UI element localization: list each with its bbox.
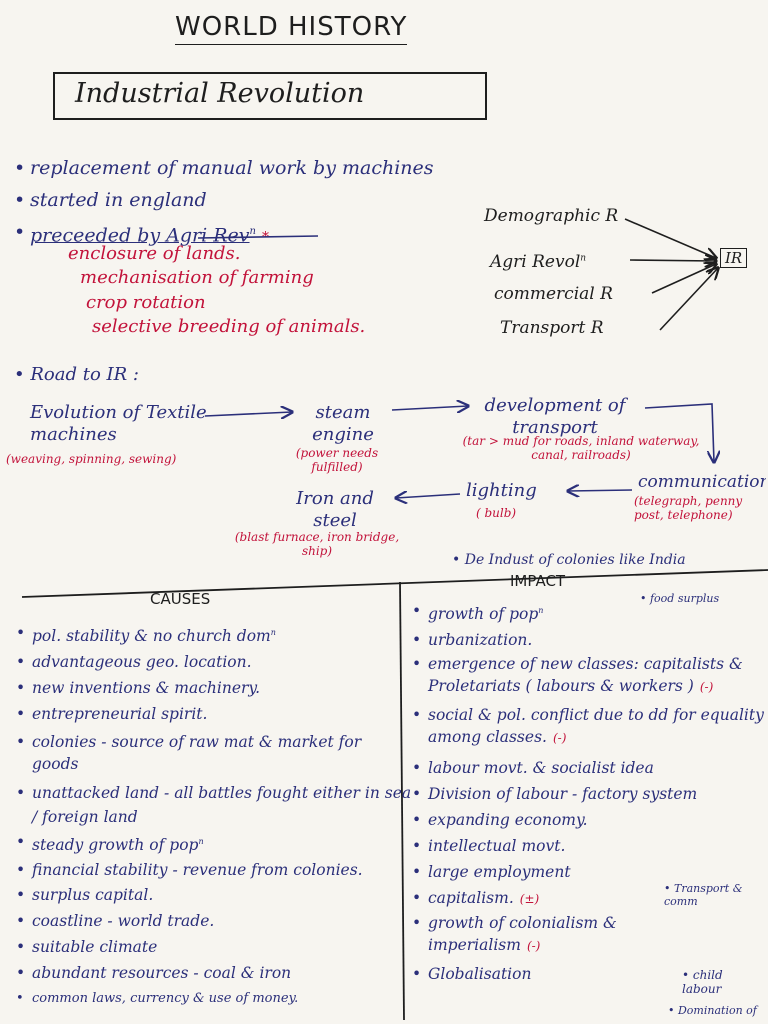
impact-text: capitalism. bbox=[428, 889, 514, 908]
cause-item: pol. stability & no church domn bbox=[16, 620, 412, 649]
agri-point: enclosure of lands. bbox=[68, 243, 241, 264]
cause-item: steady growth of popn bbox=[16, 829, 412, 858]
impact-item: social & pol. conflict due to dd for equ… bbox=[412, 704, 768, 755]
agri-point: mechanisation of farming bbox=[80, 267, 314, 288]
cause-item: financial stability - revenue from colon… bbox=[16, 858, 412, 882]
cause-text: steady growth of pop bbox=[32, 836, 199, 855]
impact-text: emergence of new classes: capitalists & … bbox=[428, 655, 743, 696]
road-lighting-label: lighting bbox=[466, 480, 537, 501]
ir-source-label: Agri Revol bbox=[490, 252, 581, 272]
impact-sup: n bbox=[538, 606, 544, 615]
road-transport-label: development of transport bbox=[484, 395, 626, 438]
cause-item: coastline - world trade. bbox=[16, 908, 412, 934]
cause-text: financial stability - revenue from colon… bbox=[32, 861, 363, 880]
road-iron-label: Iron and steel bbox=[296, 488, 374, 531]
side-note-domination: • Domination of bbox=[668, 1004, 757, 1017]
impact-item: urbanization. bbox=[412, 627, 742, 653]
cause-item: colonies - source of raw mat & market fo… bbox=[16, 727, 392, 779]
impact-text: social & pol. conflict due to dd for equ… bbox=[428, 706, 764, 747]
ir-source-item: Demographic R bbox=[484, 206, 619, 226]
causes-header: CAUSES bbox=[150, 590, 211, 608]
road-lighting-note: ( bulb) bbox=[476, 506, 517, 520]
road-transport-note: (tar > mud for roads, inland waterway, c… bbox=[462, 434, 700, 462]
plus-minus-mark: (±) bbox=[519, 892, 540, 907]
cause-item: common laws, currency & use of money. bbox=[16, 986, 412, 1012]
intro-bullet: started in england bbox=[14, 184, 434, 216]
intro-bullet: replacement of manual work by machines bbox=[14, 152, 434, 184]
side-note-child: • child labour bbox=[682, 968, 723, 996]
page-title: WORLD HISTORY bbox=[175, 12, 408, 45]
ir-source-item: Agri Revoln bbox=[490, 252, 586, 272]
cause-item: entrepreneurial spirit. bbox=[16, 701, 412, 727]
road-communication-label: communication bbox=[638, 472, 766, 492]
impact-text: growth of colonialism & imperialism bbox=[428, 914, 617, 955]
road-steam-note: (power needs fulfilled) bbox=[295, 446, 379, 474]
cause-sup: n bbox=[270, 628, 276, 637]
ir-source-item: commercial R bbox=[494, 284, 613, 304]
impact-header: IMPACT bbox=[510, 572, 566, 590]
impact-item: labour movt. & socialist idea bbox=[412, 755, 742, 781]
impact-item: expanding economy. bbox=[412, 807, 742, 833]
ir-target-box: IR bbox=[720, 248, 748, 268]
impact-list: growth of popn urbanization. emergence o… bbox=[412, 598, 764, 987]
impact-item: capitalism. (±) bbox=[412, 885, 742, 912]
negative-mark: (-) bbox=[699, 680, 714, 695]
road-textile-note: (weaving, spinning, sewing) bbox=[6, 452, 177, 466]
ir-source-sup: n bbox=[580, 253, 587, 264]
impact-item: emergence of new classes: capitalists & … bbox=[412, 653, 768, 704]
cause-sup: n bbox=[198, 837, 204, 847]
subtitle-box bbox=[53, 72, 487, 120]
road-communication-note: (telegraph, penny post, telephone) bbox=[634, 494, 743, 522]
negative-mark: (-) bbox=[552, 731, 567, 746]
side-note-transport: • Transport & comm bbox=[664, 882, 743, 908]
cause-item: abundant resources - coal & iron bbox=[16, 960, 412, 986]
textile-text: Evolution of Textile machines bbox=[30, 402, 207, 445]
cause-text: colonies - source of raw mat & market fo… bbox=[32, 733, 362, 774]
impact-item: growth of popn bbox=[412, 598, 742, 627]
impact-item: intellectual movt. bbox=[412, 833, 742, 859]
deindust-text: De Indust of colonies like India bbox=[464, 552, 686, 568]
negative-mark: (-) bbox=[526, 939, 541, 954]
agri-underline bbox=[197, 235, 319, 239]
agri-point: selective breeding of animals. bbox=[92, 316, 366, 337]
causes-list: pol. stability & no church domn advantag… bbox=[16, 620, 412, 1012]
impact-item: Division of labour - factory system bbox=[412, 781, 742, 807]
impact-item: Globalisation bbox=[412, 961, 742, 987]
cause-item: advantageous geo. location. bbox=[16, 649, 412, 675]
road-iron-note: (blast furnace, iron bridge, ship) bbox=[234, 530, 400, 558]
cause-item: surplus capital. bbox=[16, 882, 412, 908]
cause-item: suitable climate bbox=[16, 934, 412, 960]
road-heading: • Road to IR : bbox=[14, 364, 139, 385]
cause-text: pol. stability & no church dom bbox=[32, 627, 271, 646]
intro-list: replacement of manual work by machines s… bbox=[14, 152, 434, 253]
side-note-food: • food surplus bbox=[640, 592, 720, 605]
road-steam-label: steam engine bbox=[312, 402, 374, 445]
agri-rev-text: preceeded by Agri Rev bbox=[30, 224, 250, 247]
cause-item: unattacked land - all battles fought eit… bbox=[16, 779, 412, 829]
cause-text: unattacked land - all battles fought eit… bbox=[32, 784, 412, 827]
road-heading-text: Road to IR : bbox=[30, 364, 139, 385]
agri-point: crop rotation bbox=[86, 292, 206, 313]
agri-rev-sup: n bbox=[249, 226, 256, 237]
impact-text: growth of pop bbox=[428, 605, 539, 624]
cause-item: new inventions & machinery. bbox=[16, 675, 412, 701]
impact-item: growth of colonialism & imperialism(-) bbox=[412, 912, 728, 961]
road-textile-label: Evolution of Textile machines bbox=[30, 402, 220, 446]
section-title: Industrial Revolution bbox=[75, 78, 365, 109]
deindust-note: • De Indust of colonies like India bbox=[452, 552, 686, 568]
impact-item: large employment bbox=[412, 859, 742, 885]
ir-source-item: Transport R bbox=[500, 318, 604, 338]
